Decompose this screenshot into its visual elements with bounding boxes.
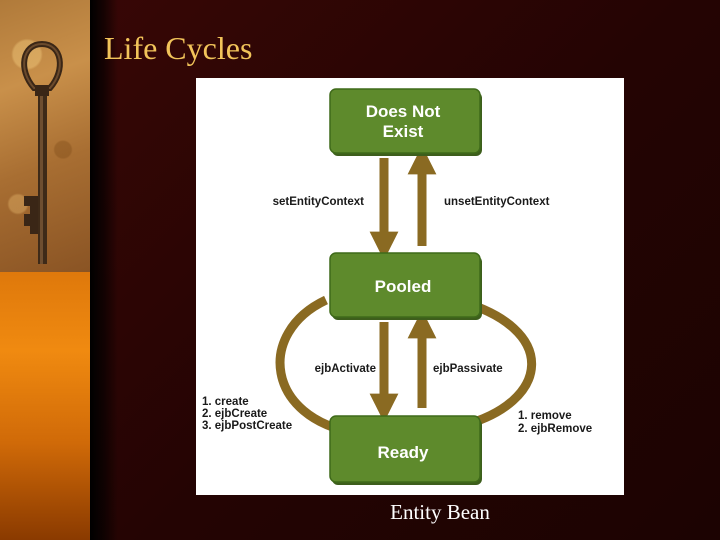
state-does-not-exist-line2: Exist [383, 122, 424, 141]
key-photo [0, 0, 90, 272]
lifecycle-diagram-svg: Does Not Exist Pooled Ready setEntityCon… [202, 88, 592, 485]
label-ejb-passivate: ejbPassivate [433, 363, 503, 375]
state-does-not-exist: Does Not Exist [329, 88, 482, 156]
label-ejb-activate: ejbActivate [315, 363, 376, 375]
remove-arrow [442, 289, 536, 431]
label-set-entity-context: setEntityContext [273, 196, 365, 208]
state-ready: Ready [329, 415, 482, 485]
state-pooled-label: Pooled [375, 277, 432, 296]
label-create-step-3: 3. ejbPostCreate [202, 420, 292, 432]
key-icon [21, 40, 63, 264]
state-ready-label: Ready [377, 443, 429, 462]
slide-title: Life Cycles [104, 30, 253, 66]
label-create-step-2: 2. ejbCreate [202, 408, 267, 420]
shadow-strip [90, 0, 118, 540]
label-unset-entity-context: unsetEntityContext [444, 196, 550, 208]
create-arrow [275, 295, 371, 445]
slide-caption: Entity Bean [390, 500, 490, 524]
label-remove-step-2: 2. ejbRemove [518, 423, 592, 435]
label-create-step-1: 1. create [202, 396, 249, 408]
label-remove-step-1: 1. remove [518, 410, 572, 422]
lifecycle-diagram: Does Not Exist Pooled Ready setEntityCon… [196, 78, 624, 495]
state-pooled: Pooled [329, 252, 482, 320]
state-does-not-exist-line1: Does Not [366, 102, 441, 121]
